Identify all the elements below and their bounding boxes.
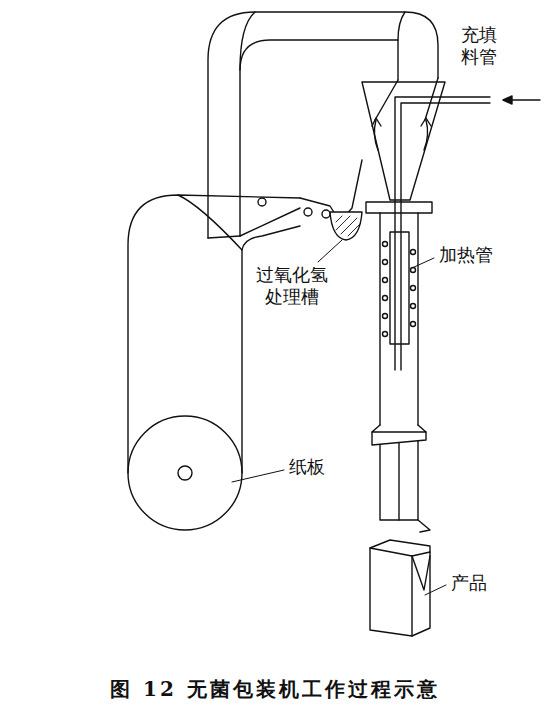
part-label: 纸板	[288, 456, 335, 478]
roller	[258, 198, 266, 206]
tube-collar	[366, 202, 432, 213]
roll-hub	[178, 466, 192, 480]
product-box	[370, 548, 430, 636]
roller	[304, 208, 312, 216]
seal	[372, 425, 426, 432]
paper-web	[240, 208, 300, 236]
flow-arrow	[374, 120, 378, 150]
part-label: 过氧化氢 处理槽	[250, 264, 333, 307]
part-label: 加热管	[438, 244, 503, 266]
paper-web	[398, 12, 405, 40]
paper-web	[178, 195, 242, 250]
filling-pipe	[395, 97, 490, 370]
package	[380, 441, 418, 520]
flow-arrow	[421, 118, 431, 126]
forming-tube	[380, 213, 418, 425]
figure-caption: 图 12 无菌包装机工作过程示意	[110, 676, 440, 703]
part-label: 产品	[450, 572, 497, 594]
web-into-cone	[375, 78, 438, 120]
heating-coil	[383, 242, 416, 337]
flow-arrow	[424, 120, 428, 150]
paper-web	[128, 195, 300, 473]
leader-line	[232, 470, 284, 482]
tank-hatch	[336, 216, 360, 236]
product-box	[370, 540, 430, 636]
leader-line	[318, 240, 342, 262]
paper-web	[208, 236, 240, 238]
paper-roll	[128, 416, 242, 530]
package-flap	[418, 520, 430, 532]
paper-web	[240, 12, 255, 70]
heating-tube	[390, 232, 409, 344]
leader-line	[425, 585, 446, 595]
flow-arrow	[372, 118, 381, 126]
part-label: 充填 料管	[460, 24, 503, 67]
leader-line	[412, 258, 434, 268]
peroxide-tank	[330, 212, 362, 240]
product-flap	[412, 556, 430, 590]
roller	[322, 210, 330, 218]
forming-cone	[362, 82, 445, 200]
feed-arrow	[503, 96, 512, 104]
package-edge	[398, 443, 399, 520]
